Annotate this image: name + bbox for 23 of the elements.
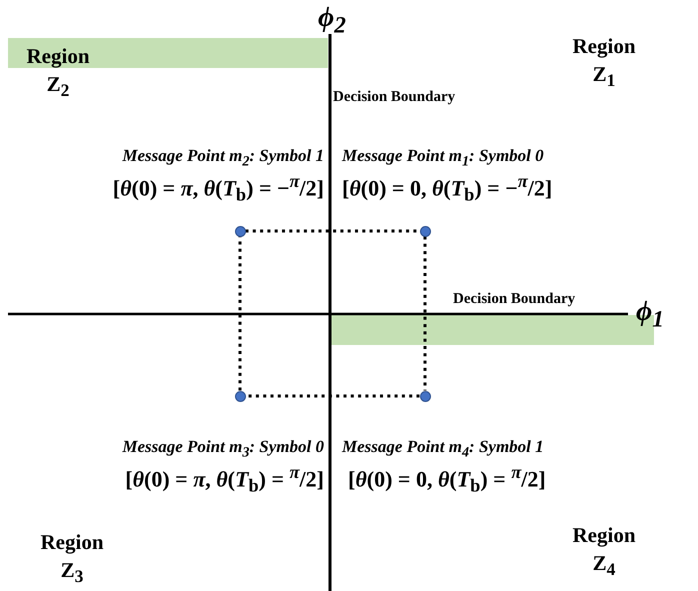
axis-label: ϕ$_{2}$ — [318, 2, 346, 40]
region-label: Region Z$_{3}$ — [40, 529, 104, 589]
dotted-line — [246, 394, 420, 398]
message-label: Message Point m$_{3}$: Symbol 0 — [122, 437, 324, 462]
region-label: Region Z$_{1}$ — [572, 33, 636, 93]
region-label: Region Z$_{2}$ — [26, 43, 90, 103]
phase-formula: [θ(0) = π, θ(T$_{b}$) = −$^{π}$/2] — [112, 171, 324, 206]
axis-label: ϕ$_{1}$ — [636, 296, 664, 334]
boundary-label: Decision Boundary — [453, 291, 576, 308]
message-point-dot — [420, 390, 430, 402]
region-label: Region Z$_{4}$ — [572, 522, 636, 582]
message-label: Message Point m$_{2}$: Symbol 1 — [122, 146, 324, 170]
phase-formula: [θ(0) = 0, θ(T$_{b}$) = −$^{π}$/2] — [342, 171, 552, 206]
message-label: Message Point m$_{4}$: Symbol 1 — [342, 437, 544, 462]
phase-formula: [θ(0) = 0, θ(T$_{b}$) = $^{π}$/2] — [348, 462, 546, 497]
message-point-dot — [234, 390, 246, 402]
message-point-dot — [420, 226, 430, 236]
phase-formula: [θ(0) = π, θ(T$_{b}$) = $^{π}$/2] — [125, 462, 324, 497]
dotted-line — [424, 236, 426, 390]
boundary-label: Decision Boundary — [333, 89, 456, 106]
dotted-line — [246, 230, 420, 232]
message-label: Message Point m$_{1}$: Symbol 0 — [342, 146, 544, 170]
message-point-dot — [234, 226, 246, 236]
